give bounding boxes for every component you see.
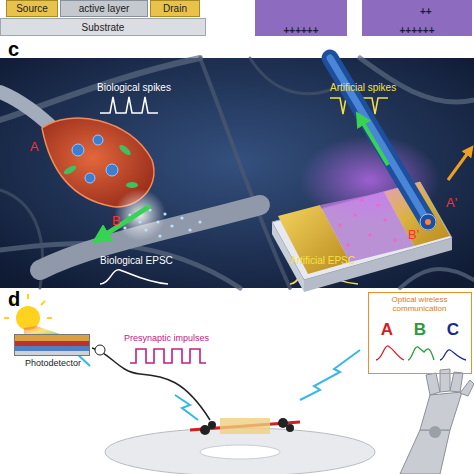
node-text: C [445, 321, 461, 340]
point-marker: B [112, 214, 121, 228]
active-layer: active layer [60, 0, 148, 17]
node-text: Drain [163, 3, 187, 14]
node-text: Photodetector [5, 359, 101, 369]
ion-charge: ++ [420, 6, 432, 17]
substrate-layer: Substrate [0, 18, 206, 36]
signal-label: Artificial EPSC [290, 255, 355, 266]
node-text: Optical wireless communication [369, 296, 470, 314]
node-text: active layer [79, 3, 130, 14]
signal-label: Presynaptic impulses [124, 334, 209, 344]
signal-label: Biological EPSC [100, 255, 173, 266]
panel-letter: d [8, 288, 20, 310]
communication-box: Optical wireless communicationABC [368, 292, 472, 374]
node-text: A [379, 321, 395, 340]
panel-letter: c [8, 38, 19, 60]
point-marker: B' [408, 228, 419, 242]
node-text: ++++++ [283, 25, 318, 36]
source-electrode: Source [6, 0, 58, 17]
node-text: B [412, 321, 428, 340]
node-text: ++++++ [399, 25, 434, 36]
point-marker: A' [446, 196, 457, 210]
photodetector: Photodetector [14, 334, 90, 356]
point-marker: A [30, 140, 39, 154]
electrolyte-box: ++++++ [255, 0, 347, 36]
drain-electrode: Drain [150, 0, 200, 17]
signal-label: Artificial spikes [330, 82, 396, 93]
electrolyte-box: ++++++ [362, 0, 472, 36]
node-text: Substrate [82, 22, 125, 33]
node-text: Source [16, 3, 48, 14]
signal-label: Biological spikes [97, 82, 171, 93]
